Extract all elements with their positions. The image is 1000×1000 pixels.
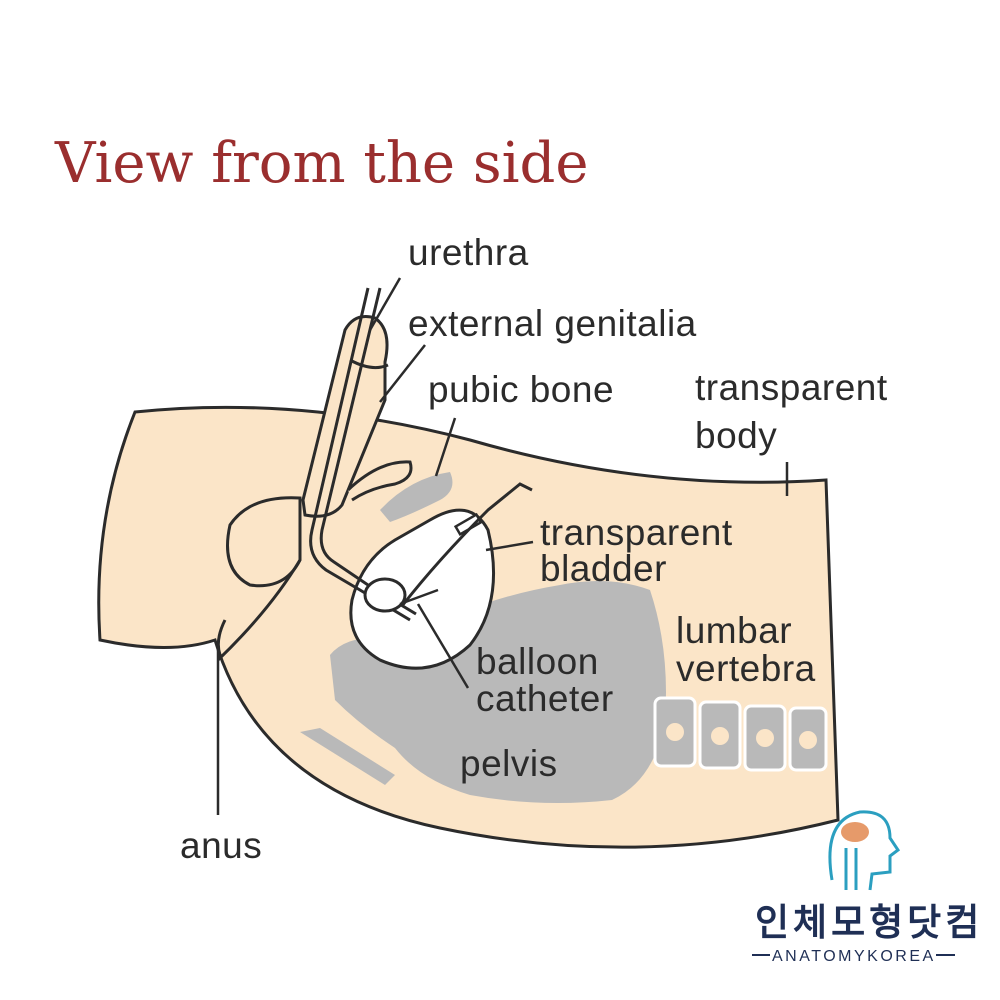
- label-balloon-catheter-2: catheter: [476, 678, 614, 719]
- label-anus: anus: [180, 825, 262, 866]
- balloon-catheter: [309, 287, 533, 622]
- head-icon: [828, 810, 901, 891]
- label-pelvis: pelvis: [460, 743, 558, 784]
- leader-lines: [216, 277, 789, 815]
- pelvis-bone: [300, 581, 666, 804]
- label-transparent-bladder-1: transparent: [540, 512, 733, 553]
- label-transparent-body-2: body: [695, 415, 777, 456]
- logo-english-text: ANATOMYKOREA: [772, 948, 936, 965]
- label-pubic-bone: pubic bone: [428, 369, 614, 410]
- anatomykorea-logo: 인체모형닷컴 ANATOMYKOREA: [752, 810, 983, 965]
- label-lumbar-vertebra-1: lumbar: [676, 610, 792, 651]
- label-transparent-body-1: transparent: [695, 367, 888, 408]
- pubic-bone: [380, 472, 453, 522]
- label-balloon-catheter-1: balloon: [476, 641, 599, 682]
- label-transparent-bladder-2: bladder: [540, 548, 667, 589]
- label-urethra: urethra: [408, 232, 529, 273]
- transparent-bladder: [349, 508, 496, 670]
- label-external-genitalia: external genitalia: [408, 303, 697, 344]
- lumbar-vertebra-bone: [653, 696, 828, 772]
- scrotum: [226, 496, 302, 588]
- diagram-title: View from the side: [54, 131, 589, 196]
- logo-korean-text: 인체모형닷컴: [755, 901, 983, 944]
- label-lumbar-vertebra-2: vertebra: [676, 648, 816, 689]
